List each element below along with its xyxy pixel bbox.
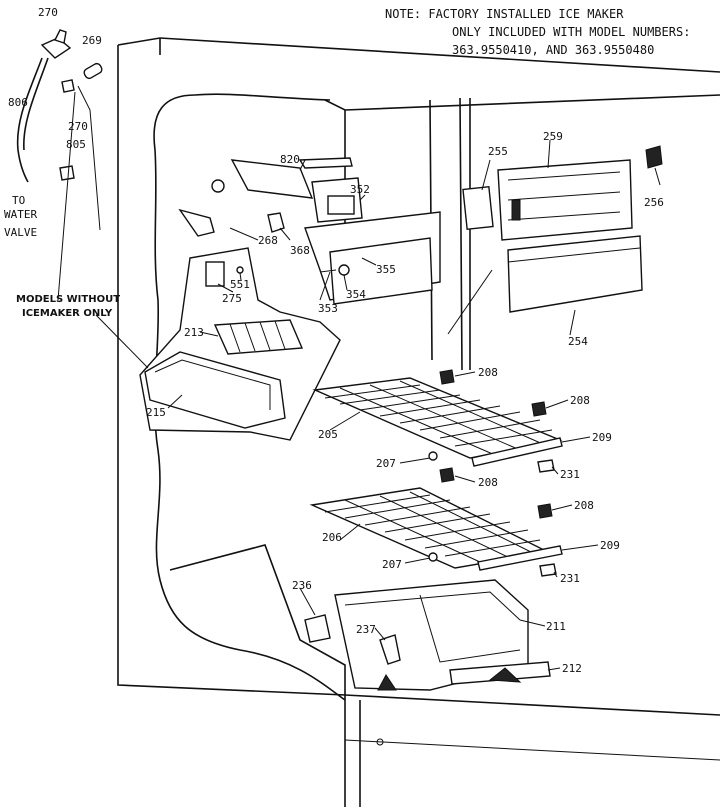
part-208-support-b — [531, 401, 547, 417]
note-line-3: 363.9550410, AND 363.9550480 — [452, 43, 654, 57]
part-208-support-c — [439, 467, 455, 483]
callout-208-c: 208 — [478, 476, 498, 489]
callout-207-b: 207 — [382, 558, 402, 571]
liner-edge — [153, 94, 346, 701]
callout-368: 368 — [290, 244, 310, 257]
callout-211: 211 — [546, 620, 566, 633]
note-line-1: NOTE: FACTORY INSTALLED ICE MAKER — [385, 7, 624, 21]
note-line-2: ONLY INCLUDED WITH MODEL NUMBERS: — [452, 25, 690, 39]
bottom-basket — [304, 579, 551, 691]
callout-352: 352 — [350, 183, 370, 196]
part-236-bracket — [304, 614, 331, 643]
callout-551: 551 — [230, 278, 250, 291]
callout-355: 355 — [376, 263, 396, 276]
water-valve-label-2: WATER — [4, 208, 37, 221]
part-209-trim-upper — [471, 437, 563, 467]
callout-208-b: 208 — [570, 394, 590, 407]
upper-shelf — [312, 369, 563, 483]
callout-215: 215 — [146, 406, 166, 419]
callout-805: 805 — [66, 138, 86, 151]
part-215-bucket — [144, 351, 286, 429]
leader-lines — [95, 139, 661, 671]
part-820-icemaker — [230, 159, 314, 199]
lower-shelf — [309, 487, 563, 577]
part-208-support-a — [439, 369, 455, 385]
part-551-screw — [236, 266, 244, 274]
part-255-plate — [462, 185, 494, 231]
icemaker-assembly — [178, 157, 494, 305]
part-368-clip — [267, 212, 285, 233]
callout-213: 213 — [184, 326, 204, 339]
callout-208-d: 208 — [574, 499, 594, 512]
callout-254: 254 — [568, 335, 588, 348]
part-231-clip-a — [537, 459, 555, 473]
part-268-arm — [178, 208, 215, 237]
callout-269: 269 — [82, 34, 102, 47]
callout-256: 256 — [644, 196, 664, 209]
part-254-panel — [507, 235, 643, 313]
no-icemaker-inset — [139, 247, 341, 441]
part-805-grommet — [59, 165, 75, 181]
part-354-screw — [338, 264, 350, 276]
callout-806: 806 — [8, 96, 28, 109]
model-note: NOTE: FACTORY INSTALLED ICE MAKER ONLY I… — [385, 7, 690, 57]
models-without-label-2: ICEMAKER ONLY — [22, 308, 113, 319]
part-231-clip-b — [539, 563, 557, 577]
water-valve-label-1: TO — [12, 194, 25, 207]
water-line-parts — [16, 29, 103, 301]
part-213-ice-tray — [213, 319, 304, 355]
callout-270-mid: 270 — [68, 120, 88, 133]
part-259-cover — [497, 159, 633, 241]
callout-205: 205 — [318, 428, 338, 441]
callout-255: 255 — [488, 145, 508, 158]
part-207-stop-a — [428, 451, 438, 461]
callout-270-top: 270 — [38, 6, 58, 19]
callout-209-b: 209 — [600, 539, 620, 552]
cabinet-floor — [169, 544, 346, 695]
part-275-bracket — [205, 261, 225, 287]
callout-231-a: 231 — [560, 468, 580, 481]
callout-353: 353 — [318, 302, 338, 315]
cabinet-screw — [376, 738, 384, 746]
callout-259: 259 — [543, 130, 563, 143]
callout-354: 354 — [346, 288, 366, 301]
callout-236: 236 — [292, 579, 312, 592]
callout-820: 820 — [280, 153, 300, 166]
callout-275: 275 — [222, 292, 242, 305]
part-256-clip — [645, 145, 663, 169]
callout-labels: 270 269 806 270 805 TO WATER VALVE MODEL… — [4, 6, 664, 675]
part-208-support-d — [537, 503, 553, 519]
callout-208-a: 208 — [478, 366, 498, 379]
callout-206: 206 — [322, 531, 342, 544]
callout-212: 212 — [562, 662, 582, 675]
callout-237: 237 — [356, 623, 376, 636]
rear-panel-parts — [497, 145, 663, 313]
callout-231-b: 231 — [560, 572, 580, 585]
cabinet-left-edge — [117, 45, 346, 807]
part-269-tube — [83, 62, 103, 80]
water-valve-label-3: VALVE — [4, 226, 37, 239]
callout-207-a: 207 — [376, 457, 396, 470]
callout-268: 268 — [258, 234, 278, 247]
part-209-trim-lower — [477, 545, 563, 571]
callout-209-a: 209 — [592, 431, 612, 444]
part-270-clip — [61, 79, 75, 93]
part-237-slide — [379, 634, 401, 665]
models-without-label-1: MODELS WITHOUT — [16, 294, 120, 305]
cabinet-inner-top — [324, 94, 720, 111]
part-806-water-tube — [16, 57, 43, 183]
part-207-stop-b — [428, 552, 438, 562]
